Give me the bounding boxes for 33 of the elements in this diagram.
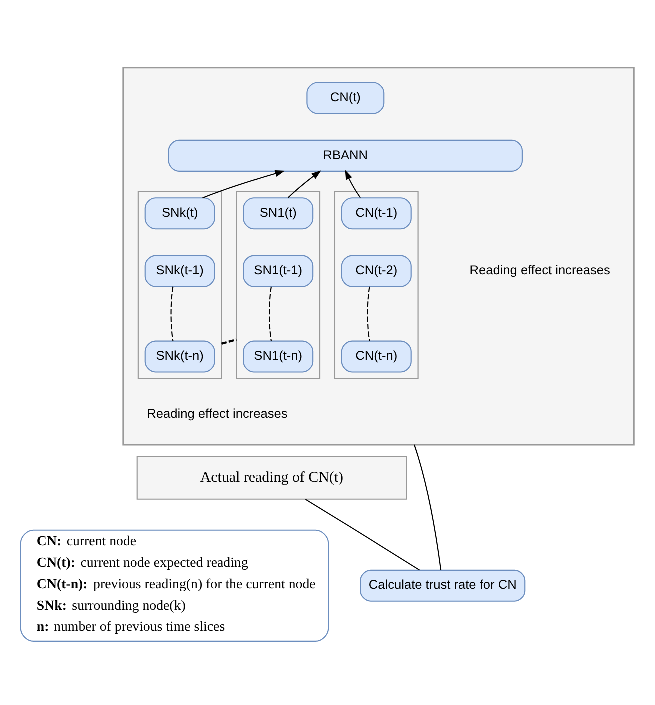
cluster [236, 191, 321, 380]
node-box: SNk(t-n) [144, 340, 216, 373]
node-box: CN(t-n) [341, 340, 412, 373]
node-box: SN1(t) [243, 198, 314, 230]
legend-label: SNk: surrounding node(k) [36, 598, 186, 614]
node-box: Calculate trust rate for CN [360, 570, 526, 602]
node-box: SN1(t-n) [243, 340, 314, 373]
node-box: CN(t-2) [341, 255, 412, 288]
node-box: Actual reading of CN(t) [136, 456, 408, 500]
cluster [334, 191, 419, 380]
legend-label: CN: current node [36, 534, 137, 550]
connector [221, 338, 237, 345]
connector [269, 286, 272, 342]
legend-label: CN(t): current node expected reading [36, 556, 248, 572]
node-box: CN(t-1) [341, 198, 412, 230]
connector [367, 286, 370, 342]
connector [305, 499, 420, 571]
legend-label: n: number of previous time slices [36, 620, 226, 636]
arrow [202, 170, 286, 199]
legend-label: CN(t-n): previous reading(n) for the current node [36, 577, 316, 592]
node-box: SNk(t) [144, 198, 216, 230]
label: Reading effect increases [147, 406, 288, 421]
node-box: SNk(t-1) [144, 255, 216, 288]
connector [414, 444, 442, 570]
arrow [345, 170, 361, 198]
connector [170, 286, 174, 342]
node-box: CN(t) [306, 82, 385, 114]
arrow [288, 170, 322, 198]
node-box: SN1(t-1) [243, 255, 314, 288]
cluster [122, 67, 635, 446]
cluster [138, 191, 222, 380]
node-box: RBANN [168, 140, 523, 172]
label: Reading effect increases [470, 262, 610, 278]
